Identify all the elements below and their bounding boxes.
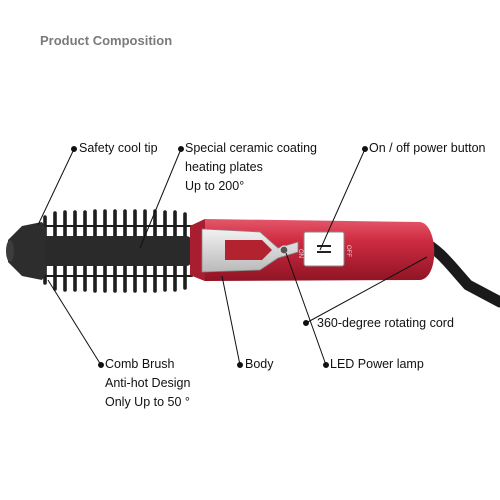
safety-tip xyxy=(8,222,46,280)
barrel xyxy=(40,236,192,266)
leader-lines xyxy=(37,146,428,368)
label-rotating-cord: 360-degree rotating cord xyxy=(317,316,454,330)
label-comb-brush: Comb Brush Anti-hot Design Only Up to 50… xyxy=(105,355,190,412)
switch-off-text: OFF xyxy=(345,245,351,257)
power-switch xyxy=(303,231,345,267)
label-ceramic-line2: heating plates xyxy=(185,160,263,174)
label-ceramic-line3: Up to 200° xyxy=(185,179,245,193)
switch-on-text: ON xyxy=(297,249,303,258)
label-comb-line1: Comb Brush xyxy=(105,357,175,371)
page-title: Product Composition xyxy=(40,33,173,48)
label-comb-line3: Only Up to 50 ° xyxy=(105,395,190,409)
label-led-lamp: LED Power lamp xyxy=(330,357,424,371)
label-power-button: On / off power button xyxy=(369,141,486,155)
label-comb-line2: Anti-hot Design xyxy=(105,376,191,390)
label-safety-tip: Safety cool tip xyxy=(79,141,158,155)
led-lamp xyxy=(279,245,289,255)
label-ceramic-coating: Special ceramic coating heating plates U… xyxy=(185,139,317,196)
label-body: Body xyxy=(245,357,274,371)
label-ceramic-line1: Special ceramic coating xyxy=(185,141,318,155)
